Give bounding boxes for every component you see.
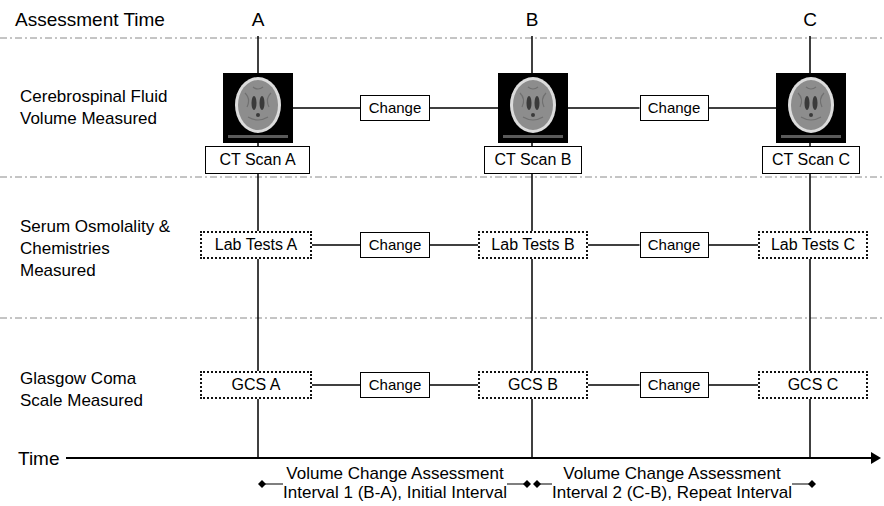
scan-table <box>503 135 563 138</box>
box-label: Change <box>369 99 422 117</box>
bracket-diamond <box>533 480 541 488</box>
scan-background <box>776 73 846 143</box>
interval-label: Volume Change Assessment Interval 2 (C-B… <box>552 464 792 502</box>
measurement-box: Lab Tests A <box>200 231 312 259</box>
brain-folds <box>245 87 271 120</box>
time-axis <box>66 457 873 459</box>
scan-table <box>781 135 841 138</box>
connector-line <box>430 384 478 386</box>
connector-line <box>293 107 361 109</box>
box-label: Change <box>369 376 422 394</box>
brain <box>238 80 278 130</box>
header-label: Assessment Time <box>15 8 165 31</box>
change-box: Change <box>360 232 430 258</box>
measurement-box: Lab Tests B <box>478 231 588 259</box>
scan-background <box>498 73 568 143</box>
connector-line <box>312 244 360 246</box>
header-label: C <box>803 8 817 31</box>
box-label: Lab Tests C <box>771 235 855 254</box>
ct-scan-image <box>223 73 293 143</box>
scan-label-box: CT Scan B <box>484 146 582 174</box>
brain-folds <box>798 87 824 120</box>
header-label: A <box>252 8 265 31</box>
box-label: Change <box>369 236 422 254</box>
box-label: CT Scan B <box>494 150 571 169</box>
box-label: CT Scan A <box>219 150 295 169</box>
connector-line <box>709 244 759 246</box>
scan-table <box>228 135 288 138</box>
scan-label-box: CT Scan A <box>205 146 310 174</box>
interval-label: Volume Change Assessment Interval 1 (B-A… <box>283 464 507 502</box>
measurement-box: GCS C <box>758 371 868 399</box>
ventricle <box>535 96 540 110</box>
box-label: GCS A <box>232 375 281 394</box>
ventricle <box>259 96 264 110</box>
ct-scan-node: CT Scan A <box>205 73 310 174</box>
interval-label-wrap: Volume Change Assessment Interval 2 (C-B… <box>547 464 797 502</box>
ct-scan-image <box>498 73 568 143</box>
box-label: Lab Tests B <box>491 235 574 254</box>
row-separator <box>0 177 884 178</box>
bracket-diamond <box>808 480 816 488</box>
axis-arrowhead <box>871 452 881 464</box>
brain <box>791 80 831 130</box>
connector-line <box>312 384 360 386</box>
scan-background <box>223 73 293 143</box>
box-label: Change <box>648 236 701 254</box>
box-label: CT Scan C <box>772 150 850 169</box>
ct-scan-node: CT Scan C <box>762 73 860 174</box>
measurement-box: GCS B <box>478 371 588 399</box>
ventricle <box>531 113 535 117</box>
scan-label-box: CT Scan C <box>762 146 860 174</box>
axis-label: Time <box>18 447 60 470</box>
ventricle <box>813 96 818 110</box>
connector-line <box>568 107 640 109</box>
ct-scan-node: CT Scan B <box>484 73 582 174</box>
ventricle <box>805 96 810 110</box>
connector-line <box>430 107 498 109</box>
skull <box>235 77 281 133</box>
change-box: Change <box>360 95 430 121</box>
connector-line <box>588 244 640 246</box>
interval-label-wrap: Volume Change Assessment Interval 1 (B-A… <box>270 464 520 502</box>
box-label: Lab Tests A <box>215 235 297 254</box>
bracket-diamond <box>258 480 266 488</box>
change-box: Change <box>640 372 709 398</box>
ventricle <box>256 113 260 117</box>
row-separator <box>0 38 884 39</box>
skull <box>510 77 556 133</box>
change-box: Change <box>640 95 709 121</box>
ventricle <box>251 96 256 110</box>
skull <box>788 77 834 133</box>
connector-line <box>709 107 777 109</box>
header-label: B <box>526 8 539 31</box>
change-box: Change <box>360 372 430 398</box>
box-label: Change <box>648 99 701 117</box>
box-label: Change <box>648 376 701 394</box>
row-label: Serum Osmolality & Chemistries Measured <box>20 216 175 282</box>
row-separator <box>0 318 884 319</box>
connector-line <box>588 384 640 386</box>
row-label: Glasgow Coma Scale Measured <box>20 368 175 412</box>
box-label: GCS C <box>788 375 839 394</box>
ventricle <box>809 113 813 117</box>
measurement-box: GCS A <box>200 371 312 399</box>
box-label: GCS B <box>508 375 558 394</box>
ct-scan-image <box>776 73 846 143</box>
row-label: Cerebrospinal Fluid Volume Measured <box>20 86 175 130</box>
ventricle <box>527 96 532 110</box>
connector-line <box>430 244 478 246</box>
measurement-box: Lab Tests C <box>758 231 868 259</box>
brain-folds <box>520 87 546 120</box>
bracket-diamond <box>523 480 531 488</box>
change-box: Change <box>640 232 709 258</box>
connector-line <box>709 384 759 386</box>
brain <box>513 80 553 130</box>
